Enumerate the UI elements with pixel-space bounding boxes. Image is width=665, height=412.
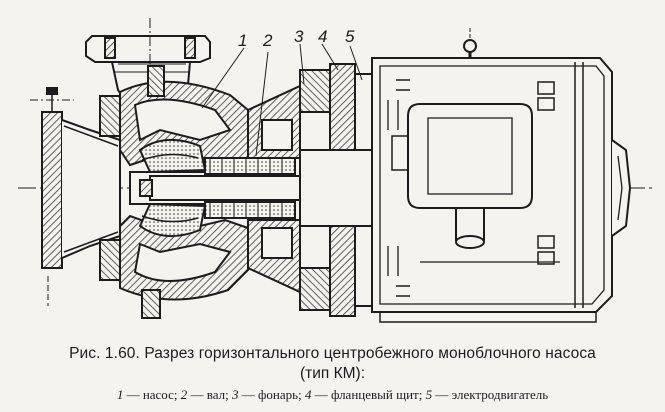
suction-nozzle xyxy=(30,87,121,306)
leader-line-4 xyxy=(321,43,339,71)
figure-caption: Рис. 1.60. Разрез горизонтального центро… xyxy=(69,345,596,362)
leader-line-3 xyxy=(299,43,305,85)
legend-label-1: насос xyxy=(142,387,174,402)
volute-casing xyxy=(99,65,249,319)
legend-num-3: 3 xyxy=(232,387,239,402)
legend-label-3: фонарь xyxy=(258,387,299,402)
callout-3: 3 xyxy=(294,27,304,46)
legend-num-2: 2 xyxy=(180,387,188,402)
figure-caption-type: (тип КМ): xyxy=(299,365,366,382)
legend-label-4: фланцевый щит xyxy=(330,387,419,402)
leader-line-5 xyxy=(349,45,363,81)
flange-shield xyxy=(299,63,373,317)
electric-motor xyxy=(371,57,632,323)
legend-num-1: 1 xyxy=(116,387,124,402)
callout-2: 2 xyxy=(262,31,273,50)
legend-label-2: вал xyxy=(206,387,226,402)
legend-label-5: электродвигатель xyxy=(451,387,549,402)
figure-legend: 1 — насос; 2 — вал; 3 — фонарь; 4 — флан… xyxy=(116,387,549,402)
shaft-seal xyxy=(204,157,296,219)
lifting-eye-icon xyxy=(463,28,477,58)
legend-num-5: 5 xyxy=(425,387,433,402)
callout-5: 5 xyxy=(345,27,355,46)
leader-line-1 xyxy=(201,47,245,109)
lantern-bracket xyxy=(247,69,331,311)
callout-4: 4 xyxy=(318,27,327,46)
legend-num-4: 4 xyxy=(304,387,312,402)
leader-line-2 xyxy=(255,51,269,157)
discharge-flange xyxy=(85,18,211,101)
callout-1: 1 xyxy=(238,31,247,50)
